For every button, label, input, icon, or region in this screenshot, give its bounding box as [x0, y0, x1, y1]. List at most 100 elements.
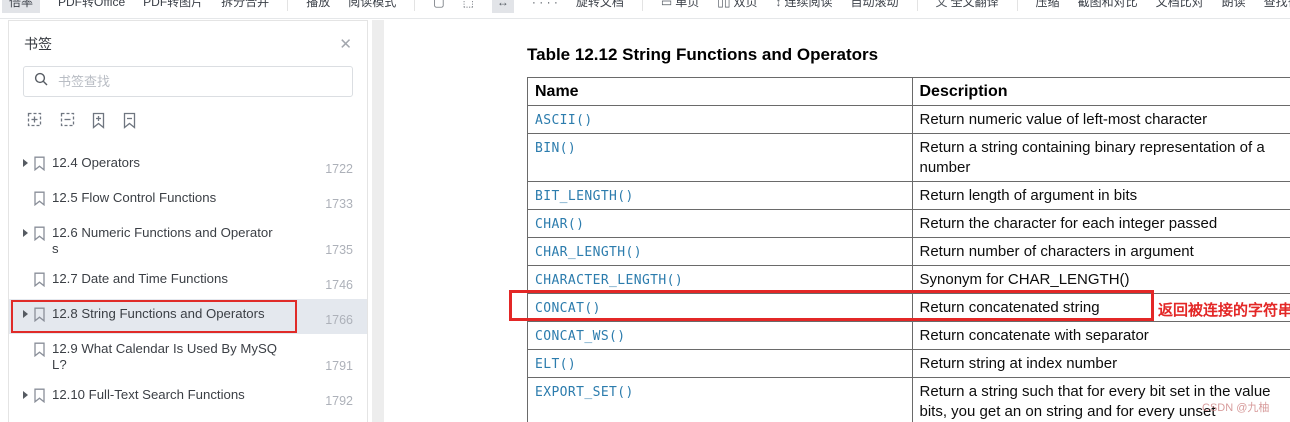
watermark: CSDN @九柚	[1202, 402, 1270, 414]
tool-read-aloud[interactable]: 朗读	[1221, 0, 1246, 9]
bookmark-icon	[33, 272, 46, 292]
tool-pdf-to-image[interactable]: PDF转图片	[143, 0, 204, 9]
bookmark-page-number: 1722	[325, 162, 353, 176]
top-toolbar: 倍率 PDF转Office PDF转图片 拆分合并 播放 阅读模式 ▢ ⬚ ↔ · · · · 旋转…	[0, 0, 1290, 19]
toolbar-divider	[1016, 0, 1018, 11]
tool-pdf-to-office[interactable]: PDF转Office	[58, 0, 126, 9]
tool-full-translate-icon: 文	[935, 0, 948, 9]
table-header-row: Name Description	[527, 77, 1290, 106]
tool-continuous-read-label: 连续阅读	[784, 0, 833, 9]
column-header-description: Description	[911, 77, 1290, 106]
toolbar-divider	[414, 0, 416, 11]
bookmark-label: 12.6 Numeric Functions and Operator s	[52, 225, 273, 256]
bookmark-label: 12.8 String Functions and Operators	[52, 306, 265, 321]
tool-doc-compare[interactable]: 文档比对	[1155, 0, 1204, 9]
tool-single-page-label: 单页	[675, 0, 700, 9]
table-row: ASCII()Return numeric value of left-most…	[527, 105, 1290, 134]
bookmark-label: 12.9 What Calendar Is Used By MySQ L?	[52, 341, 278, 372]
fit-width-icon[interactable]: ↔	[491, 0, 514, 13]
expander-slot	[9, 391, 33, 399]
tool-full-translate[interactable]: 文全文翻译	[936, 0, 999, 13]
search-icon	[34, 72, 48, 91]
concat-annotation: 返回被连接的字符串	[1158, 302, 1290, 319]
function-name-link[interactable]: CHAR()	[527, 209, 913, 238]
tool-continuous-read-icon: ↕	[775, 0, 782, 9]
column-header-name: Name	[527, 77, 913, 106]
bookmark-page-number: 1792	[325, 394, 353, 408]
function-description: Return concatenate with separator	[911, 321, 1290, 350]
table-row: CHAR()Return the character for each inte…	[527, 209, 1290, 238]
bookmark-search-box[interactable]	[23, 66, 353, 97]
tool-tab-active[interactable]: 倍率	[2, 0, 41, 13]
bookmark-icon	[33, 388, 46, 408]
toolbar-divider	[641, 0, 643, 11]
table-row: BIN()Return a string containing binary r…	[527, 133, 1290, 182]
bookmark-label: 12.5 Flow Control Functions	[52, 190, 217, 205]
tool-single-page[interactable]: ▭单页	[661, 0, 699, 13]
tool-play[interactable]: 播放	[306, 0, 331, 9]
bookmark-item[interactable]: 12.11 Cast Functions and Operators1819	[9, 415, 367, 422]
tool-auto-scroll[interactable]: 自动滚动	[850, 0, 899, 9]
bookmark-icon	[33, 226, 46, 246]
tool-full-translate-label: 全文翻译	[950, 0, 999, 9]
add-bookmark-icon[interactable]	[91, 112, 106, 129]
panel-resize-gutter[interactable]	[372, 20, 384, 422]
tool-screenshot-compare[interactable]: 截图和对比	[1077, 0, 1138, 9]
tool-continuous-read[interactable]: ↕连续阅读	[776, 0, 833, 13]
zoom-level-dropdown[interactable]: · · · ·	[531, 0, 558, 9]
bookmark-icon	[33, 342, 46, 362]
expander-triangle-icon[interactable]	[23, 229, 28, 237]
toolbar-divider	[287, 0, 289, 11]
bookmark-item[interactable]: 12.6 Numeric Functions and Operator s 173…	[9, 218, 367, 264]
expand-all-icon[interactable]	[25, 112, 42, 129]
bookmark-item[interactable]: 12.4 Operators 1722	[9, 148, 367, 183]
function-name-link[interactable]: CONCAT()	[527, 293, 913, 322]
tool-double-page[interactable]: ▯▯双页	[717, 0, 757, 13]
expander-slot	[9, 310, 33, 318]
table-row: CONCAT()Return concatenated string	[527, 293, 1290, 322]
function-name-link[interactable]: CHARACTER_LENGTH()	[527, 265, 913, 294]
function-name-link[interactable]: CHAR_LENGTH()	[527, 237, 913, 266]
close-icon[interactable]: ✕	[339, 35, 352, 53]
expander-triangle-icon[interactable]	[23, 391, 28, 399]
bookmarks-title: 书签	[24, 36, 52, 52]
tool-read-mode[interactable]: 阅读模式	[348, 0, 397, 9]
function-name-link[interactable]: BIT_LENGTH()	[527, 181, 913, 210]
bookmark-search-input[interactable]	[56, 73, 342, 90]
bookmark-page-number: 1766	[325, 313, 353, 327]
bookmark-page-number: 1791	[325, 359, 353, 373]
fit-page-icon[interactable]: ▢	[433, 0, 445, 9]
tool-single-page-icon: ▭	[660, 0, 673, 9]
function-name-link[interactable]: CONCAT_WS()	[527, 321, 913, 350]
bookmark-item[interactable]: 12.9 What Calendar Is Used By MySQ L? 179…	[9, 334, 367, 380]
remove-bookmark-icon[interactable]	[122, 112, 137, 129]
bookmark-list: 12.4 Operators 1722 12.5 Flow Control Func…	[9, 148, 367, 422]
function-description: Return number of characters in argument	[911, 237, 1290, 266]
table-row: CHARACTER_LENGTH()Synonym for CHAR_LENGT…	[527, 265, 1290, 294]
pdf-page: Table 12.12 String Functions and Operato…	[384, 20, 1290, 422]
function-name-link[interactable]: BIN()	[527, 133, 913, 182]
function-name-link[interactable]: EXPORT_SET()	[527, 377, 913, 422]
function-description: Return a string such that for every bit …	[911, 377, 1290, 422]
bookmark-toolbar	[9, 97, 367, 134]
function-name-link[interactable]: ASCII()	[527, 105, 913, 134]
bookmark-label: 12.4 Operators	[52, 155, 140, 170]
function-description: Return the character for each integer pa…	[911, 209, 1290, 238]
tool-rotate-doc[interactable]: 旋转文档	[575, 0, 624, 9]
function-description: Return a string containing binary repres…	[911, 133, 1290, 182]
string-functions-table: Name Description ASCII()Return numeric v…	[527, 77, 1290, 422]
table-row: ELT()Return string at index number	[527, 349, 1290, 378]
collapse-all-icon[interactable]	[58, 112, 75, 129]
tool-find-replace[interactable]: 查找替换	[1263, 0, 1290, 9]
tool-compress[interactable]: 压缩	[1035, 0, 1060, 9]
function-name-link[interactable]: ELT()	[527, 349, 913, 378]
actual-size-icon[interactable]: ⬚	[462, 0, 474, 9]
bookmark-page-number: 1735	[325, 243, 353, 257]
expander-triangle-icon[interactable]	[23, 159, 28, 167]
expander-triangle-icon[interactable]	[23, 310, 28, 318]
bookmark-item[interactable]: 12.8 String Functions and Operators 1766	[9, 299, 367, 334]
tool-split-merge[interactable]: 拆分合并	[221, 0, 270, 9]
